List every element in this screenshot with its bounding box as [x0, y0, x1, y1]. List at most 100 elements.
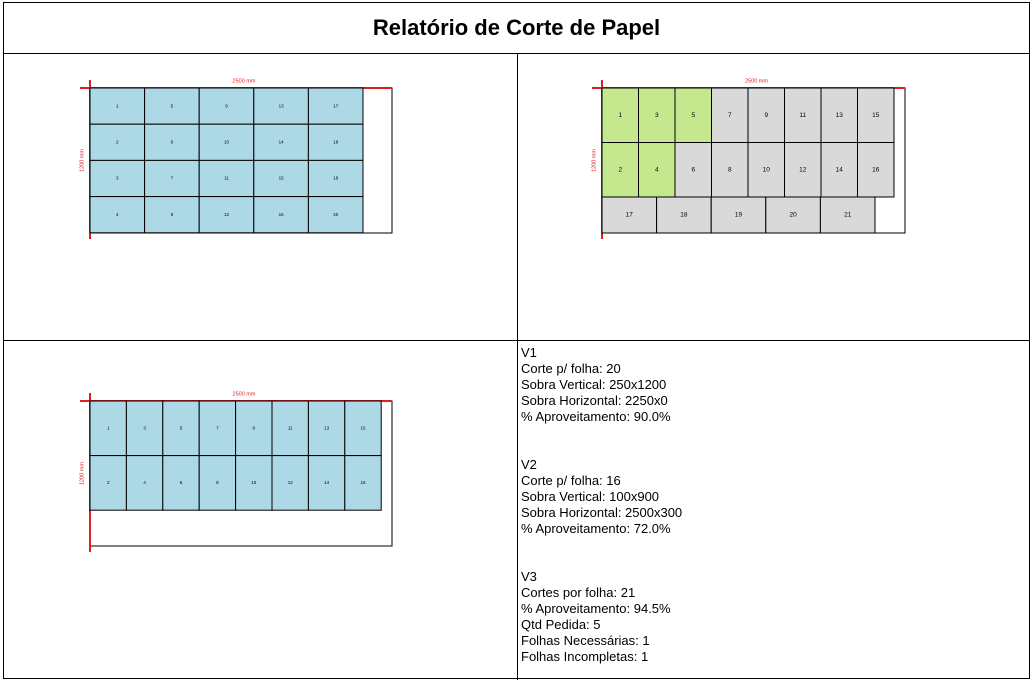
v3-piece [819, 196, 876, 234]
v3-piece [656, 196, 712, 234]
v1-piece [253, 123, 309, 161]
result-v3-qty-ordered: Qtd Pedida: 5 [521, 617, 601, 632]
v2-piece-label: 10 [251, 480, 257, 485]
v3-piece-label: 20 [789, 212, 797, 219]
v2-width-label: 2500 mm [233, 391, 256, 397]
v1-piece [307, 87, 364, 125]
v3-piece-label: 18 [680, 212, 688, 219]
result-v2-leftover-horizontal: Sobra Horizontal: 2500x300 [521, 505, 683, 520]
v2-piece-label: 7 [216, 425, 219, 430]
v2-piece-label: 3 [143, 425, 146, 430]
result-v3-name: V3 [521, 569, 537, 584]
v3-piece-label: 7 [728, 112, 732, 119]
v1-piece-label: 12 [224, 212, 230, 217]
v2-piece [271, 455, 309, 511]
v1-piece-label: 9 [225, 103, 228, 108]
v1-piece-label: 14 [279, 139, 285, 144]
result-v2-name: V2 [521, 457, 537, 472]
result-v3-yield: % Aproveitamento: 94.5% [521, 601, 671, 616]
result-v3-cuts: Cortes por folha: 21 [521, 585, 636, 600]
result-v3-sheets-needed: Folhas Necessárias: 1 [521, 633, 650, 648]
v2-piece-label: 14 [324, 480, 330, 485]
v2-piece-label: 15 [360, 425, 366, 430]
v3-piece [710, 196, 767, 234]
v2-piece-label: 13 [324, 425, 330, 430]
v1-piece-label: 15 [279, 176, 285, 181]
v3-piece-label: 16 [872, 166, 880, 173]
v2-piece-label: 9 [253, 425, 256, 430]
v1-piece-label: 4 [116, 212, 119, 217]
v2-piece-label: 6 [180, 480, 183, 485]
v3-piece [747, 142, 785, 198]
v2-piece [271, 400, 309, 457]
v1-piece [307, 159, 364, 198]
v1-piece [198, 123, 255, 161]
v3-piece [857, 87, 895, 143]
v2-piece-label: 16 [360, 480, 366, 485]
v1-piece-label: 8 [171, 212, 174, 217]
result-v1-leftover-horizontal: Sobra Horizontal: 2250x0 [521, 393, 668, 408]
v3-piece-label: 13 [836, 112, 844, 119]
result-v1-cuts: Corte p/ folha: 20 [521, 361, 621, 376]
v3-piece-label: 3 [655, 112, 659, 119]
v1-piece-label: 1 [116, 103, 119, 108]
v3-piece [820, 87, 858, 143]
v2-piece [89, 455, 127, 511]
v3-piece-label: 14 [836, 166, 844, 173]
v1-piece [307, 196, 364, 234]
v3-height-label: 1200 mm [591, 149, 597, 172]
v1-piece-label: 7 [171, 176, 174, 181]
v2-piece [162, 400, 200, 457]
v1-width-label: 2500 mm [233, 78, 256, 84]
v1-piece-label: 10 [224, 139, 230, 144]
v3-piece-label: 4 [655, 166, 659, 173]
v2-piece [344, 400, 382, 457]
v3-piece-label: 10 [763, 166, 771, 173]
page-title: Relatório de Corte de Papel [4, 3, 1029, 54]
result-v3: V3 Cortes por folha: 21 % Aproveitamento… [521, 569, 682, 665]
v3-piece-label: 17 [626, 212, 634, 219]
v1-piece-label: 2 [116, 139, 119, 144]
v3-piece-label: 9 [764, 112, 768, 119]
result-v2-leftover-vertical: Sobra Vertical: 100x900 [521, 489, 660, 504]
v1-piece-label: 18 [333, 139, 339, 144]
v1-piece-label: 5 [171, 103, 174, 108]
grid-divider-vertical [517, 54, 518, 680]
v3-piece [784, 142, 822, 198]
v2-piece [162, 455, 200, 511]
v3-piece-label: 8 [728, 166, 732, 173]
v3-piece [765, 196, 821, 234]
result-v2-yield: % Aproveitamento: 72.0% [521, 521, 671, 536]
v3-piece-label: 21 [844, 212, 852, 219]
v1-piece-label: 6 [171, 139, 174, 144]
v3-piece [711, 87, 749, 143]
v1-piece-label: 3 [116, 176, 119, 181]
v2-piece-label: 8 [216, 480, 219, 485]
result-v3-sheets-incomplete: Folhas Incompletas: 1 [521, 649, 649, 664]
v3-piece-label: 11 [799, 112, 806, 119]
v1-piece [307, 123, 364, 161]
v1-piece [89, 196, 146, 234]
v1-piece-label: 17 [333, 103, 339, 108]
v1-piece-label: 19 [333, 176, 339, 181]
v3-piece [747, 87, 785, 143]
v3-piece-label: 1 [618, 112, 622, 119]
result-v1-leftover-vertical: Sobra Vertical: 250x1200 [521, 377, 667, 392]
v3-piece-label: 6 [691, 166, 695, 173]
v1-piece [253, 196, 309, 234]
result-v2-cuts: Corte p/ folha: 16 [521, 473, 621, 488]
result-v1-yield: % Aproveitamento: 90.0% [521, 409, 671, 424]
v3-piece-label: 12 [799, 166, 807, 173]
result-v1: V1 Corte p/ folha: 20 Sobra Vertical: 25… [521, 345, 682, 425]
v2-piece-label: 11 [288, 425, 293, 430]
v2-piece-label: 1 [107, 425, 110, 430]
v3-piece [601, 87, 639, 143]
result-v1-name: V1 [521, 345, 537, 360]
v1-piece [253, 159, 309, 198]
grid-divider-horizontal [4, 340, 1029, 341]
v2-piece-label: 5 [180, 425, 183, 430]
v1-piece [144, 87, 200, 125]
v3-piece-label: 5 [691, 112, 695, 119]
v3-piece [674, 142, 712, 198]
